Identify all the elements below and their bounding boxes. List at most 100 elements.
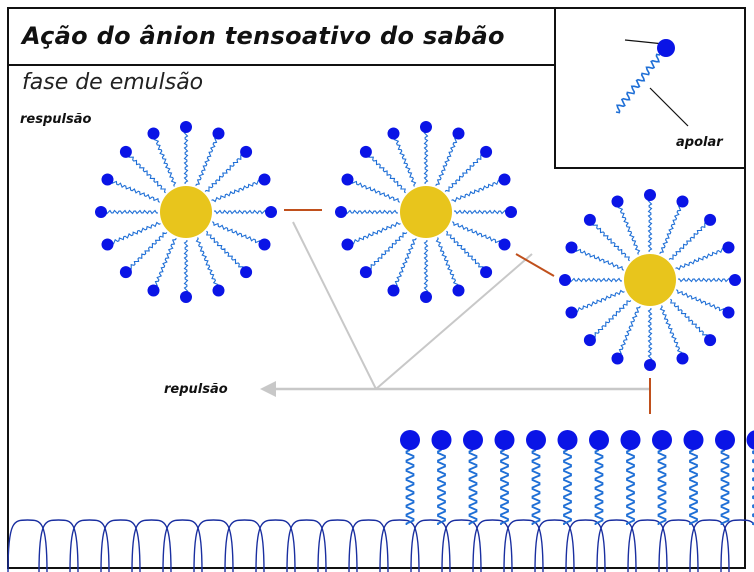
cloth-fiber-loop	[7, 519, 48, 572]
cloth-fiber-loop	[38, 519, 79, 572]
cloth-fiber-loop	[565, 519, 606, 572]
repulsion-arrowhead	[260, 381, 276, 397]
micelle-tail	[589, 219, 630, 262]
cloth-fiber-loop	[720, 519, 754, 572]
surface-head	[652, 430, 672, 450]
micelle-head	[559, 274, 571, 286]
micelle-tail	[100, 209, 158, 215]
surface-tail	[500, 449, 509, 525]
surface-tail	[657, 449, 667, 525]
surface-head	[683, 430, 704, 450]
micelle-tail	[211, 221, 266, 245]
micelle-head	[101, 238, 114, 251]
micelle-tail	[107, 221, 161, 247]
surface-tail	[689, 449, 698, 525]
cloth-fiber-loop	[255, 519, 296, 572]
micelle-tail	[151, 133, 177, 187]
micelle-head	[420, 121, 432, 133]
surface-head	[526, 430, 546, 450]
surface-tail	[405, 449, 415, 525]
micelle-tail	[564, 277, 622, 283]
surface-tail	[752, 450, 754, 525]
outer-frame	[7, 7, 746, 569]
cloth-fiber-loop	[317, 519, 358, 572]
micelle-head	[704, 213, 717, 226]
micelle-tail	[570, 247, 625, 271]
micelle-head	[95, 206, 107, 218]
micelle-tail	[393, 237, 417, 292]
surface-head	[463, 430, 483, 450]
micelle-head	[420, 291, 432, 303]
micelle-tail	[615, 201, 641, 255]
micelle-head	[676, 352, 689, 365]
legend-tail-pointer	[649, 87, 689, 127]
micelle-head	[565, 241, 578, 254]
micelle-tail	[678, 277, 736, 283]
surface-tail	[720, 449, 730, 525]
micelle-head	[565, 306, 578, 319]
micelle-tail	[214, 209, 272, 215]
surface-tail	[531, 449, 541, 525]
surface-head	[589, 430, 609, 450]
oil-droplet	[624, 254, 676, 306]
cloth-fiber-loop	[379, 519, 420, 572]
legend-head	[657, 39, 675, 57]
cloth-fiber-loop	[472, 519, 513, 572]
micelle-tail	[675, 289, 730, 313]
micelle-head	[180, 121, 192, 133]
micelle-tail	[675, 245, 729, 271]
micelle-head	[147, 127, 160, 140]
oil-droplet	[160, 186, 212, 238]
micelle-head	[258, 238, 271, 251]
micelle-head	[498, 173, 511, 186]
micelle-head	[119, 145, 132, 158]
title-underline	[9, 64, 555, 66]
micelle-tail	[435, 132, 459, 187]
micelle-tail	[670, 298, 711, 341]
micelle-tail	[454, 209, 512, 215]
micelle-tail	[183, 126, 189, 184]
legend-head-pointer	[624, 39, 665, 45]
micelle-tail	[106, 179, 161, 203]
micelle-tail	[153, 237, 177, 292]
legend-box	[554, 9, 744, 169]
micelle-head	[644, 359, 656, 371]
micelle-head	[583, 334, 596, 347]
cloth-fiber-loop	[534, 519, 575, 572]
micelle-head	[119, 266, 132, 279]
cloth-fiber-loop	[131, 519, 172, 572]
cloth-fiber-loop	[658, 519, 699, 572]
surface-tail	[594, 449, 604, 525]
surface-head	[715, 430, 735, 450]
micelle-head	[505, 206, 517, 218]
micelle-head	[265, 206, 277, 218]
micelle-tail	[125, 232, 168, 273]
micelle-head	[180, 291, 192, 303]
surface-head	[400, 430, 420, 450]
surface-head	[620, 430, 641, 450]
label-respulsao: respulsão	[20, 112, 92, 127]
micelle-tail	[444, 151, 487, 192]
micelle-tail	[446, 230, 487, 273]
micelle-tail	[647, 308, 653, 366]
micelle-tail	[195, 237, 221, 291]
cloth-fiber-loop	[441, 519, 482, 572]
oil-droplet	[400, 186, 452, 238]
repulsion-line-left	[292, 221, 377, 390]
micelle-head	[611, 195, 624, 208]
label-repulsao: repulsão	[164, 382, 228, 397]
micelle-head	[240, 266, 253, 279]
surface-tail	[468, 449, 478, 525]
surface-tail	[563, 449, 572, 525]
micelle-head	[452, 284, 465, 297]
micelle-tail	[571, 289, 625, 315]
micelle-head	[212, 284, 225, 297]
micelle-head	[147, 284, 160, 297]
micelle-head	[341, 173, 354, 186]
link-2-3	[515, 253, 555, 277]
diagram-title: Ação do ânion tensoativo do sabão	[22, 22, 505, 50]
cloth-fiber-loop	[689, 519, 730, 572]
cloth-fiber-loop	[162, 519, 203, 572]
